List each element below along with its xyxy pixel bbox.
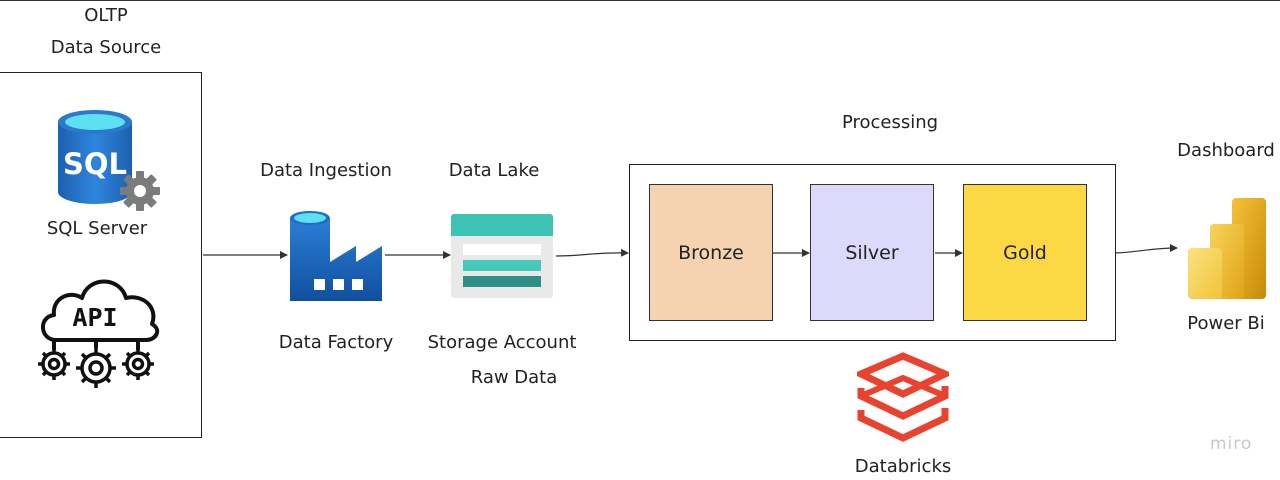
sql-icon-text: SQL bbox=[63, 147, 127, 181]
raw-data-label: Raw Data bbox=[470, 367, 558, 388]
power-bi-icon bbox=[1188, 198, 1266, 299]
source-header-line2: Data Source bbox=[50, 37, 162, 58]
sql-server-icon: SQL bbox=[58, 110, 160, 211]
data-factory-label: Data Factory bbox=[278, 332, 394, 353]
dashboard-header: Dashboard bbox=[1177, 140, 1275, 161]
miro-watermark: miro bbox=[1210, 434, 1253, 454]
arrow-processing-to-dashboard bbox=[1115, 244, 1178, 254]
stage-gold: Gold bbox=[963, 184, 1087, 321]
stage-bronze-label: Bronze bbox=[678, 241, 744, 264]
processing-header: Processing bbox=[841, 112, 939, 133]
stage-silver-label: Silver bbox=[845, 241, 899, 264]
stage-gold-label: Gold bbox=[1003, 241, 1047, 264]
api-icon-text: API bbox=[72, 303, 117, 332]
data-source-box bbox=[0, 72, 202, 438]
lake-header: Data Lake bbox=[448, 160, 540, 181]
stage-silver: Silver bbox=[810, 184, 934, 321]
databricks-icon bbox=[857, 352, 949, 442]
stage-bronze: Bronze bbox=[649, 184, 773, 321]
top-divider bbox=[0, 0, 1280, 1]
ingestion-header: Data Ingestion bbox=[260, 160, 392, 181]
power-bi-label: Power Bi bbox=[1187, 313, 1265, 334]
api-cloud-icon: API bbox=[38, 279, 160, 388]
data-factory-icon bbox=[290, 211, 382, 301]
sql-server-label: SQL Server bbox=[46, 218, 148, 239]
databricks-label: Databricks bbox=[854, 456, 952, 477]
arrow-lake-to-processing bbox=[555, 248, 629, 257]
processing-box bbox=[629, 164, 1116, 341]
source-header-line1: OLTP bbox=[84, 5, 128, 26]
storage-account-label: Storage Account bbox=[427, 332, 577, 353]
storage-account-icon bbox=[451, 214, 553, 298]
